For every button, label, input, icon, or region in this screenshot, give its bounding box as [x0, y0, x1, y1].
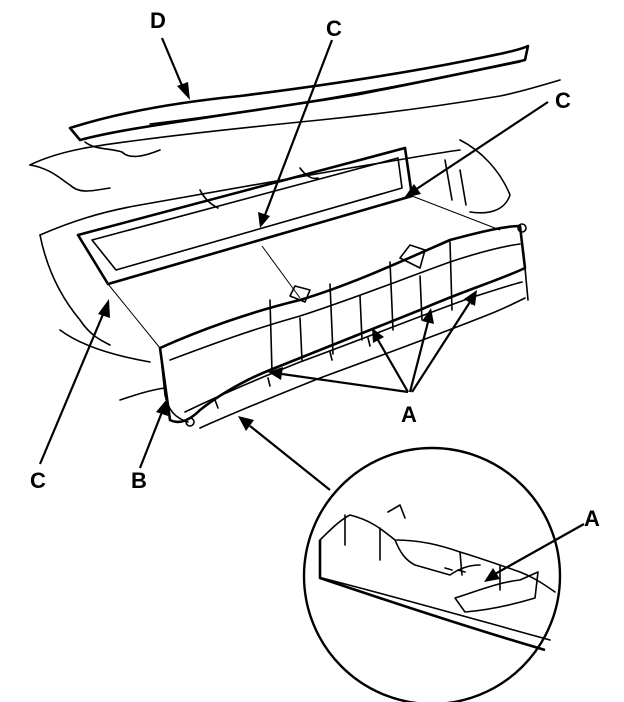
- alignment-guides: [107, 195, 501, 349]
- label-c-left: C: [30, 468, 46, 493]
- arrowhead-b: [156, 399, 168, 416]
- label-a-detail: A: [584, 506, 600, 531]
- arrowhead-a-2: [372, 328, 384, 343]
- leader-a-3: [408, 321, 430, 393]
- arrowhead-c-top: [258, 212, 270, 228]
- arrowhead-c-left: [98, 299, 110, 318]
- label-b: B: [131, 468, 147, 493]
- leader-detail: [249, 425, 331, 491]
- instrument-panel-housing: [158, 223, 529, 429]
- label-a-main: A: [401, 402, 417, 427]
- leader-a-detail: [494, 523, 585, 575]
- label-c-top: C: [326, 16, 342, 41]
- leader-c-top: [263, 39, 334, 216]
- leader-d: [160, 37, 185, 89]
- arrowhead-c-right: [404, 184, 421, 198]
- arrowhead-a-detail: [484, 568, 500, 582]
- leader-a-4: [411, 301, 471, 393]
- dashboard-opening-frame: [76, 146, 414, 286]
- leader-c-left: [38, 311, 106, 465]
- leader-a-2: [377, 339, 409, 393]
- leader-lines: [38, 37, 585, 582]
- label-d: D: [150, 8, 166, 33]
- detail-magnifier: [302, 446, 562, 702]
- dashboard-upper-cover: [29, 44, 561, 401]
- callout-labels: D C C C B A A: [30, 8, 600, 531]
- arrowhead-d: [177, 82, 190, 100]
- leader-a-1: [281, 372, 409, 394]
- arrowhead-a-1: [268, 367, 283, 380]
- leader-b: [138, 411, 164, 469]
- label-c-right: C: [555, 88, 571, 113]
- arrowhead-detail: [238, 416, 254, 431]
- arrowhead-a-3: [422, 308, 434, 324]
- leader-c-right: [414, 101, 549, 191]
- arrowhead-a-4: [464, 290, 477, 306]
